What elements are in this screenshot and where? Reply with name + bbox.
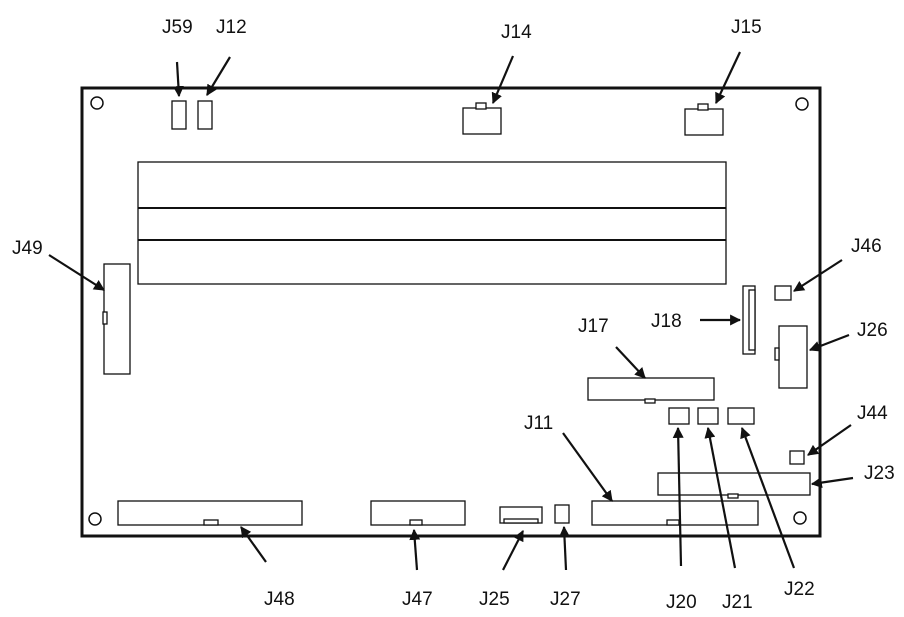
label-j48: J48 [264, 589, 295, 610]
arrow-j47 [409, 528, 421, 571]
arrow-j22 [740, 426, 796, 569]
connector-j14 [462, 107, 502, 135]
label-j18: J18 [651, 311, 682, 332]
label-j27: J27 [550, 589, 581, 610]
connector-j27 [554, 504, 570, 524]
label-j47: J47 [402, 589, 433, 610]
label-j44: J44 [857, 403, 888, 424]
arrow-j11 [562, 432, 613, 502]
memory-module-block [137, 161, 727, 285]
arrow-j26 [808, 333, 850, 352]
connector-j44 [789, 450, 805, 465]
arrow-j17 [615, 346, 646, 379]
connector-j59 [171, 100, 187, 130]
board-outline [80, 86, 822, 538]
label-j15: J15 [731, 17, 762, 38]
connector-j17 [587, 377, 715, 401]
label-j49: J49 [12, 238, 43, 259]
label-j59: J59 [162, 17, 193, 38]
label-j17: J17 [578, 316, 609, 337]
connector-j26-key [774, 347, 780, 361]
label-j26: J26 [857, 320, 888, 341]
arrow-j44 [807, 424, 852, 456]
arrow-j20 [672, 426, 684, 567]
arrow-j15 [715, 51, 741, 104]
connector-j49 [103, 263, 131, 375]
arrow-j12 [206, 56, 231, 96]
arrow-j21 [704, 426, 737, 569]
connector-j14-tab [475, 102, 487, 110]
label-j22: J22 [784, 579, 815, 600]
connector-j47-key [409, 519, 423, 526]
connector-j26 [778, 325, 808, 389]
mounting-hole-bottom-right [793, 511, 807, 525]
label-j20: J20 [666, 592, 697, 613]
connector-j25-base [503, 518, 539, 524]
connector-j11-key [666, 519, 680, 526]
label-j23: J23 [864, 463, 895, 484]
arrow-j14 [491, 55, 515, 105]
arrow-j49 [48, 254, 105, 291]
label-j14: J14 [501, 22, 532, 43]
connector-j12 [197, 100, 213, 130]
connector-j49-key [102, 311, 108, 325]
arrow-j23 [810, 476, 854, 489]
arrow-j48 [240, 526, 267, 563]
label-j25: J25 [479, 589, 510, 610]
connector-j23-key [727, 493, 739, 499]
mounting-hole-bottom-left [88, 512, 102, 526]
label-j46: J46 [851, 236, 882, 257]
connector-j23 [657, 472, 811, 496]
mounting-hole-top-left [90, 96, 104, 110]
arrow-j59 [172, 61, 184, 98]
connector-j21 [697, 407, 719, 425]
connector-j20 [668, 407, 690, 425]
connector-j22 [727, 407, 755, 425]
connector-j48-key [203, 519, 219, 526]
connector-j17-key [644, 398, 656, 404]
arrow-j46 [793, 259, 843, 292]
label-j12: J12 [216, 17, 247, 38]
label-j21: J21 [722, 592, 753, 613]
connector-j46 [774, 285, 792, 301]
label-j11: J11 [524, 413, 553, 434]
arrow-j25 [502, 530, 524, 571]
arrow-j27 [558, 525, 570, 571]
connector-j18-inner [748, 289, 756, 351]
connector-j15 [684, 108, 724, 136]
mounting-hole-top-right [795, 97, 809, 111]
connector-j15-tab [697, 103, 709, 111]
